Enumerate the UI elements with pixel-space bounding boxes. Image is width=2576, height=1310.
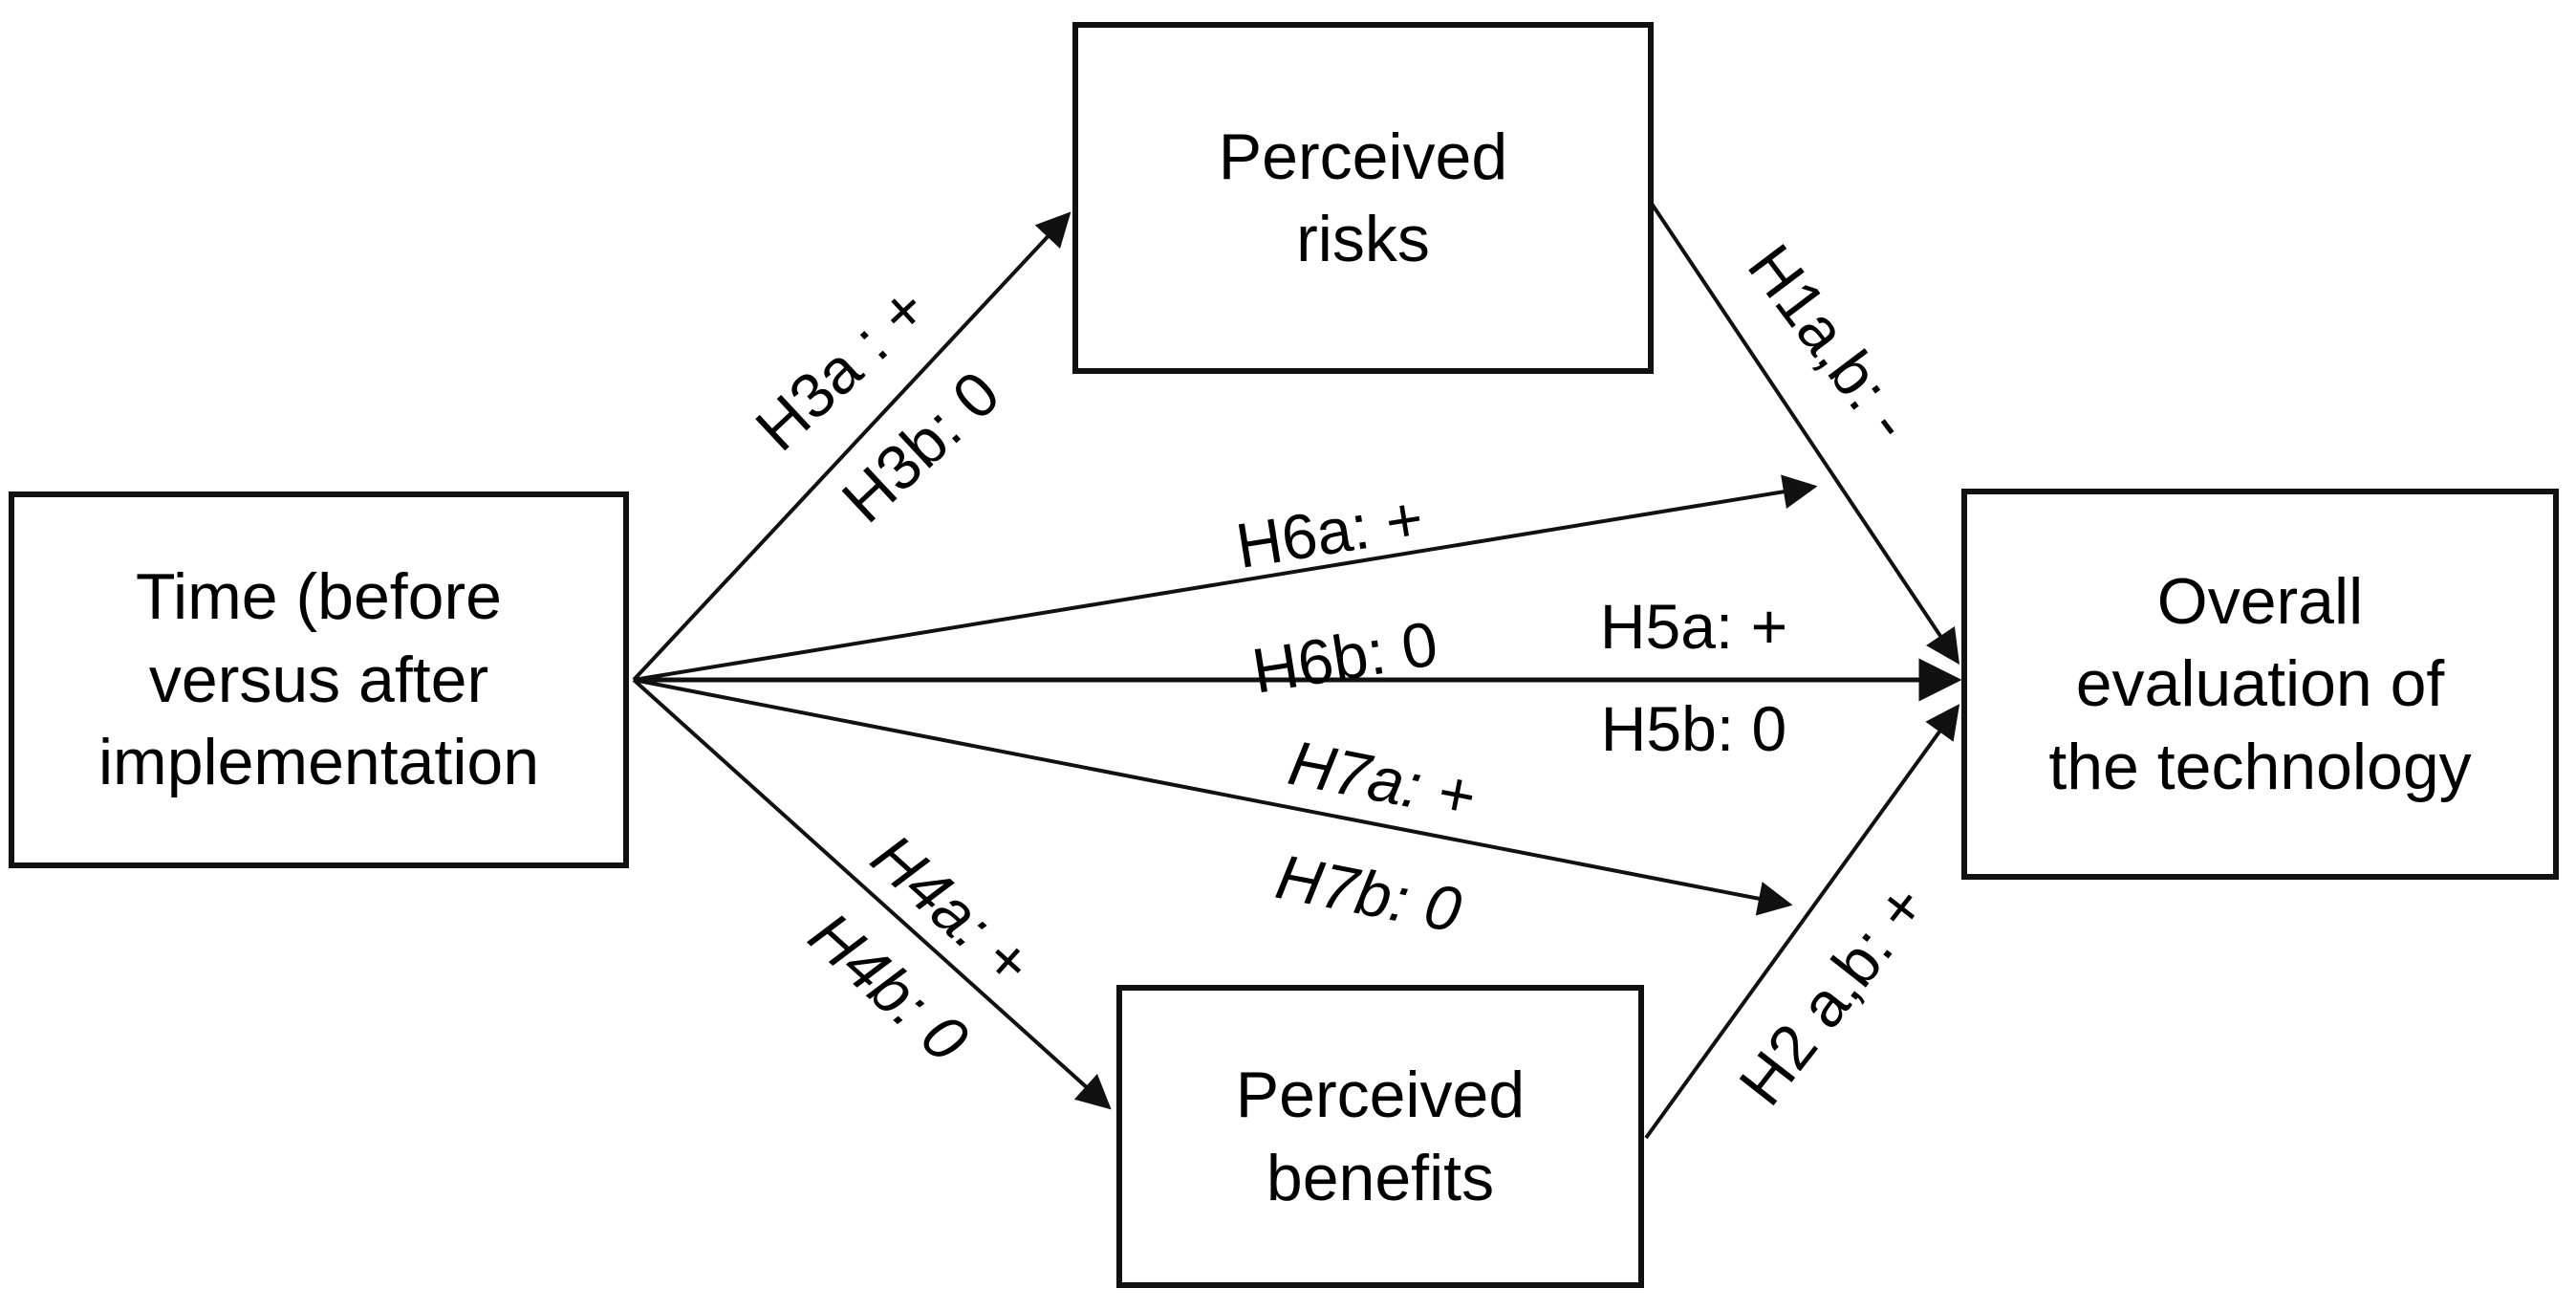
h1-arrow	[1650, 202, 1959, 665]
h7-arrow	[633, 678, 1793, 916]
h6-arrow	[633, 474, 1818, 682]
box-text-line: implementation	[97, 726, 540, 799]
h3-arrow	[632, 211, 1072, 682]
perceived-risks-box: Perceived risks	[1072, 22, 1654, 374]
h2-arrow	[1644, 704, 1960, 1140]
box-text-line: Perceived	[1235, 1059, 1526, 1132]
box-text-line: Perceived	[1218, 120, 1508, 193]
overall-evaluation-box: Overall evaluation of the technology	[1961, 489, 2559, 880]
box-text-line: the technology	[2048, 730, 2472, 803]
box-text-line: Overall	[2156, 564, 2364, 638]
perceived-benefits-box: Perceived benefits	[1116, 985, 1644, 1288]
box-text-line: versus after	[148, 643, 489, 716]
h4-arrow	[632, 678, 1112, 1110]
time-box: Time (before versus after implementation	[9, 491, 629, 868]
box-text-line: benefits	[1266, 1141, 1495, 1214]
box-text-line: risks	[1296, 203, 1430, 275]
h5b-edge-label: H5b: 0	[1600, 693, 1787, 764]
h5a-edge-label: H5a: +	[1599, 591, 1788, 662]
box-text-line: evaluation of	[2075, 647, 2445, 721]
box-text-line: Time (before	[136, 560, 502, 634]
